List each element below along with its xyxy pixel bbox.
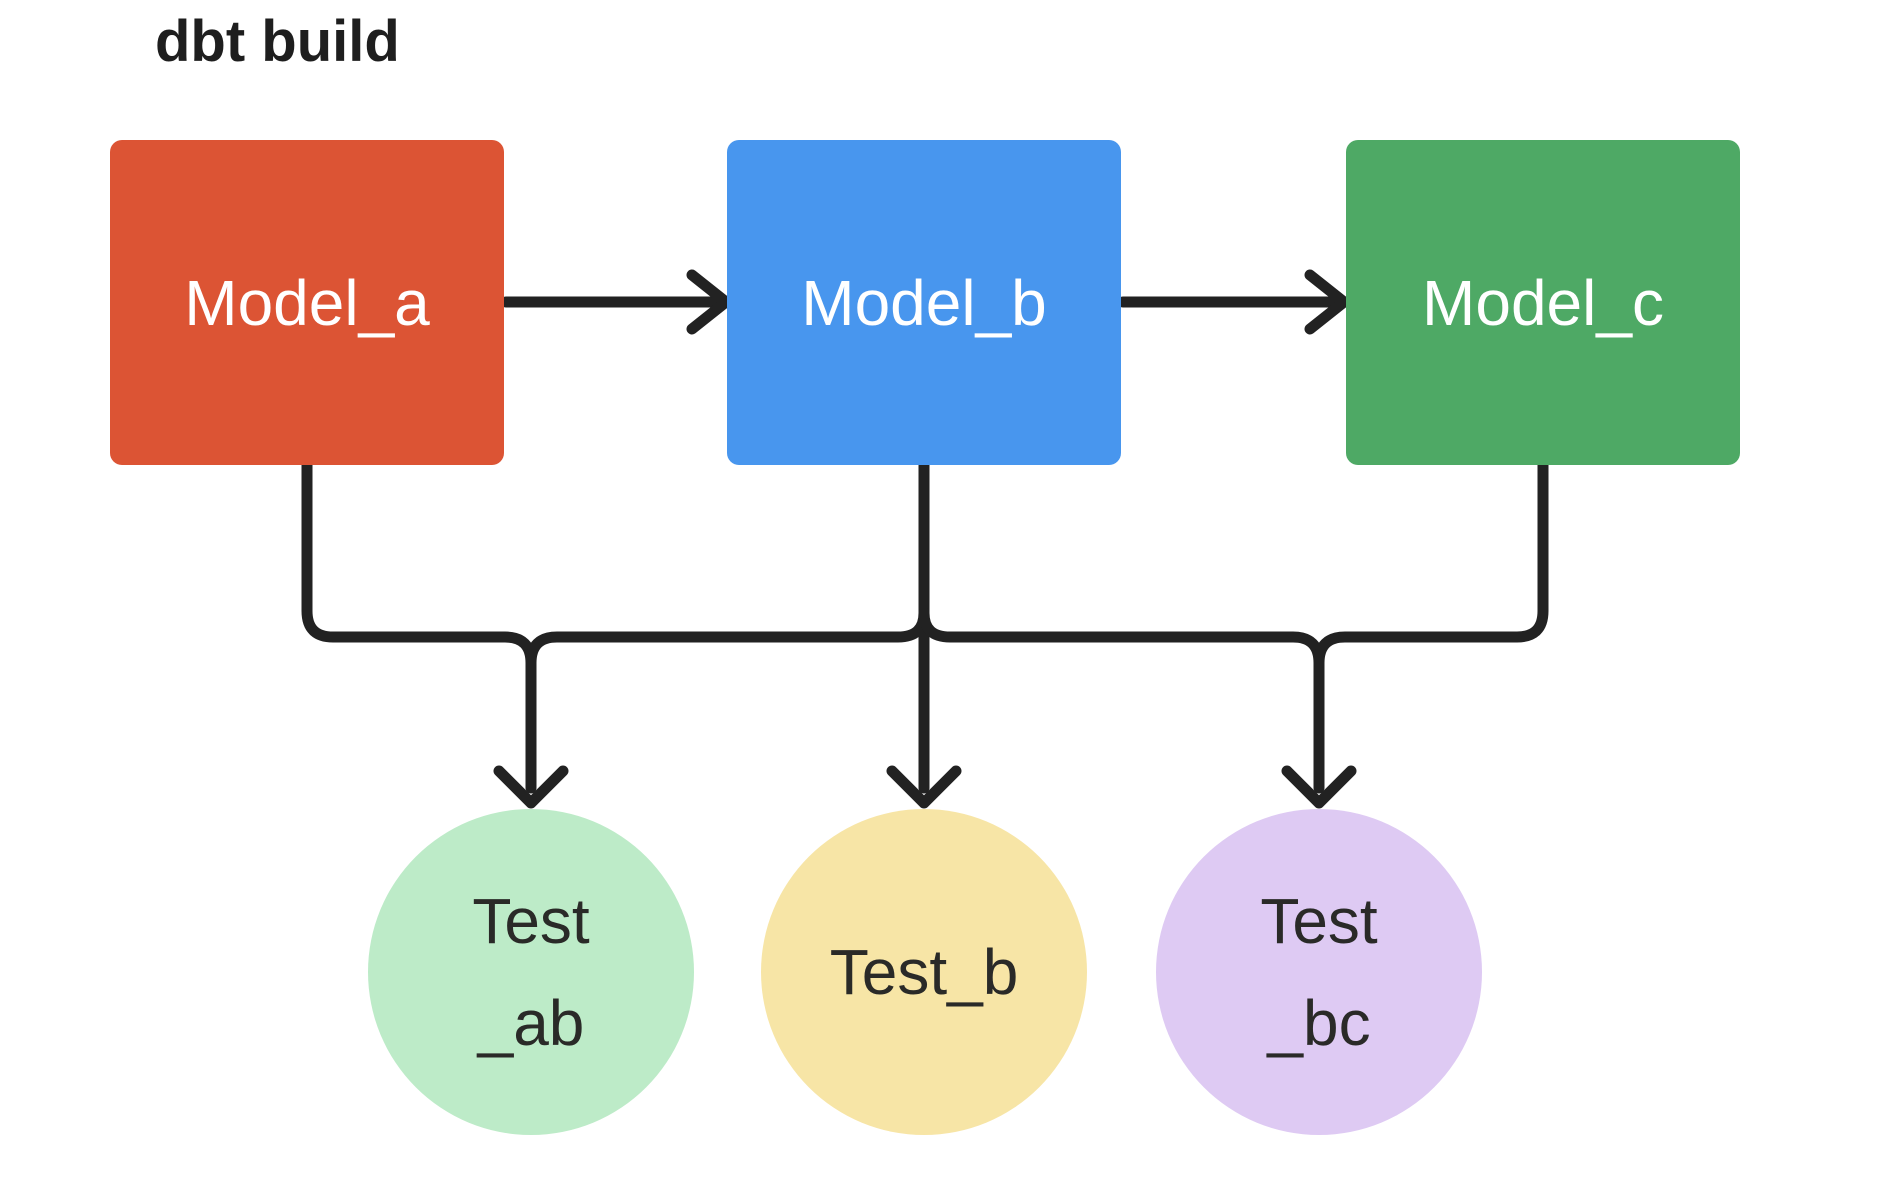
arrowhead-into-test-ab — [493, 765, 569, 809]
arrowhead-into-test-bc — [1281, 765, 1357, 809]
test-bc-label-line2: _bc — [1267, 987, 1371, 1059]
node-model-a: Model_a — [110, 140, 504, 465]
node-test-b: Test_b — [761, 809, 1087, 1135]
arrowhead-into-model-c — [1304, 269, 1350, 335]
node-test-ab: Test _ab — [368, 809, 694, 1135]
model-b-label: Model_b — [801, 266, 1047, 339]
edge-model-a-test-ab — [301, 459, 537, 794]
node-model-b: Model_b — [727, 140, 1121, 465]
test-bc-label-line1: Test — [1260, 884, 1378, 957]
edge-model-c-test-bc — [1313, 459, 1549, 669]
test-ab-label-line2: _ab — [477, 987, 585, 1059]
edge-model-b-test-bc — [918, 607, 1325, 794]
diagram-title: dbt build — [155, 9, 400, 74]
arrowhead-into-model-b — [686, 269, 732, 335]
model-c-label: Model_c — [1422, 266, 1664, 339]
node-model-c: Model_c — [1346, 140, 1740, 465]
model-a-label: Model_a — [184, 266, 430, 339]
edge-model-b-test-ab — [525, 607, 930, 669]
test-ab-label-line1: Test — [472, 884, 590, 957]
node-test-bc: Test _bc — [1156, 809, 1482, 1135]
arrowhead-into-test-b — [886, 765, 962, 809]
test-b-label-line1: Test_b — [829, 935, 1019, 1008]
